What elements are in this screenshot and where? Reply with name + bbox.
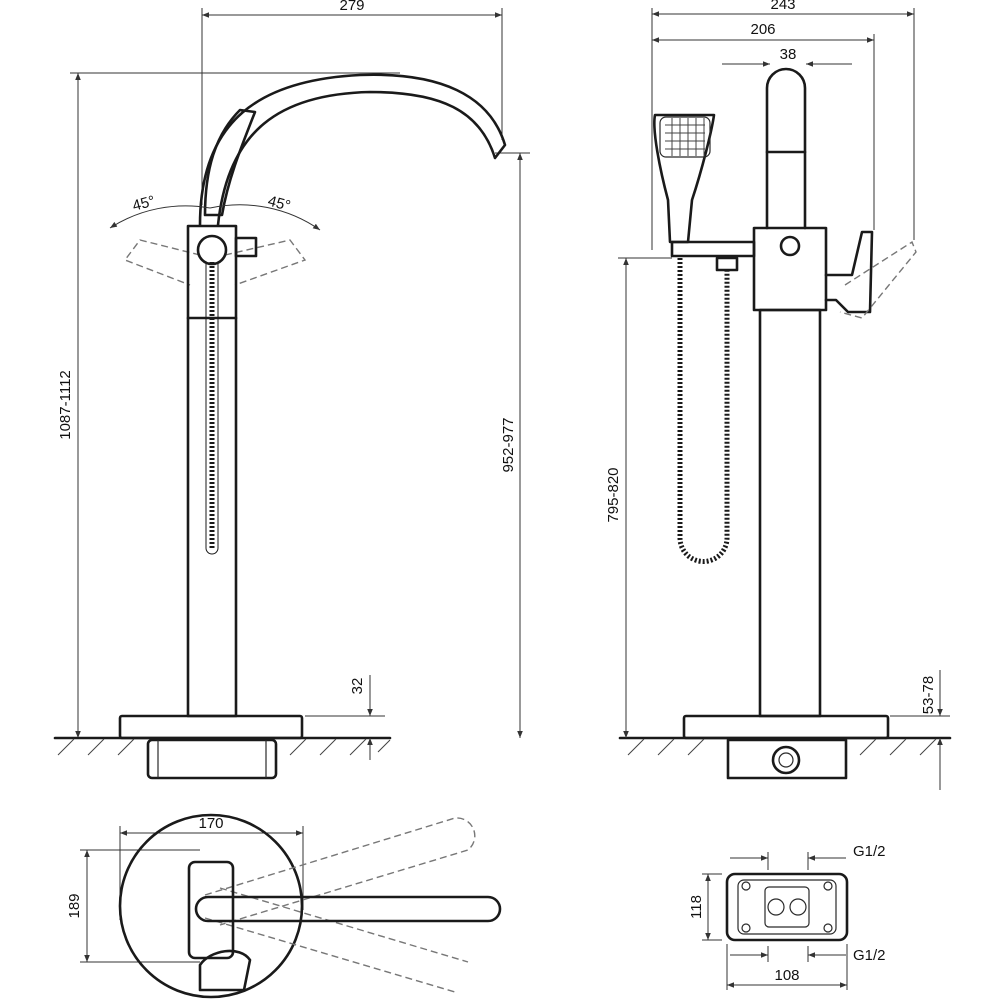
angle-arc-left	[109, 205, 211, 229]
shower-head-top	[198, 949, 252, 992]
hose-connector	[715, 256, 739, 272]
base-plate	[118, 714, 304, 740]
front-view: 279 1087-1112 952-977 45° 45°	[53, 0, 530, 780]
valve-port	[779, 235, 801, 257]
dim-label-279: 279	[339, 0, 364, 14]
plate-port-right	[789, 898, 807, 916]
dim-label-g12-top: G1/2	[853, 843, 886, 860]
ghost-handle-right	[224, 239, 307, 286]
plate-inner	[737, 879, 837, 935]
dim-label-38: 38	[780, 46, 797, 63]
base-circle-top	[118, 813, 304, 999]
plate-screw	[823, 881, 833, 891]
inlet-port-inner	[778, 752, 794, 768]
ghost-lever-top-2	[204, 887, 469, 993]
plate-outer	[725, 872, 849, 942]
lever-top	[194, 895, 502, 923]
dim-label-108: 108	[774, 967, 799, 984]
base-plate-side	[682, 714, 890, 740]
valve-housing	[752, 226, 828, 312]
dim-label-hand-shower: 795-820	[605, 467, 622, 522]
shower-hose-outline	[205, 262, 219, 555]
valve-knob	[234, 236, 258, 258]
valve-body	[196, 234, 228, 266]
plate-screw	[823, 923, 833, 933]
dim-label-g12-bottom: G1/2	[853, 947, 886, 964]
floor-hatch	[57, 738, 391, 756]
floor-hatch	[627, 738, 937, 756]
spout	[198, 73, 507, 227]
ghost-lever	[839, 240, 917, 319]
shower-holder	[670, 240, 756, 258]
base-mount-side	[726, 738, 848, 780]
shower-nozzles	[665, 118, 705, 156]
shower-head-grid	[659, 116, 711, 158]
shower-hose-side	[677, 258, 730, 564]
ghost-lever-top	[204, 817, 476, 926]
dim-label-206: 206	[750, 21, 775, 38]
plate-port-block	[764, 886, 810, 928]
hand-shower-side	[653, 113, 716, 244]
top-view: 170 189	[66, 813, 502, 999]
angle-label-right: 45°	[266, 193, 292, 215]
angle-label-left: 45°	[131, 193, 157, 215]
dim-label-spout-height: 952-977	[500, 417, 517, 472]
body-column-side	[758, 308, 822, 718]
dim-label-total-height: 1087-1112	[57, 370, 74, 440]
dim-label-53-78: 53-78	[920, 676, 937, 714]
lever-side	[824, 230, 874, 314]
body-top	[187, 860, 235, 960]
dim-label-170: 170	[198, 815, 223, 832]
hand-shower-top	[203, 108, 257, 217]
plate-port-left	[767, 898, 785, 916]
inlet-port	[771, 745, 801, 775]
dim-label-243: 243	[770, 0, 795, 13]
angle-arc-right	[209, 204, 321, 231]
dim-label-118: 118	[688, 895, 705, 919]
side-view: 243 206 38	[605, 0, 952, 790]
plate-screw	[741, 881, 751, 891]
spout-side	[765, 67, 807, 230]
dim-label-189: 189	[66, 893, 83, 918]
plate-screw	[741, 923, 751, 933]
ghost-handle-left	[123, 239, 201, 286]
base-mount	[146, 738, 278, 780]
connection-plate: G1/2 118 G1/2 108	[688, 843, 886, 990]
dim-label-32: 32	[349, 678, 366, 695]
